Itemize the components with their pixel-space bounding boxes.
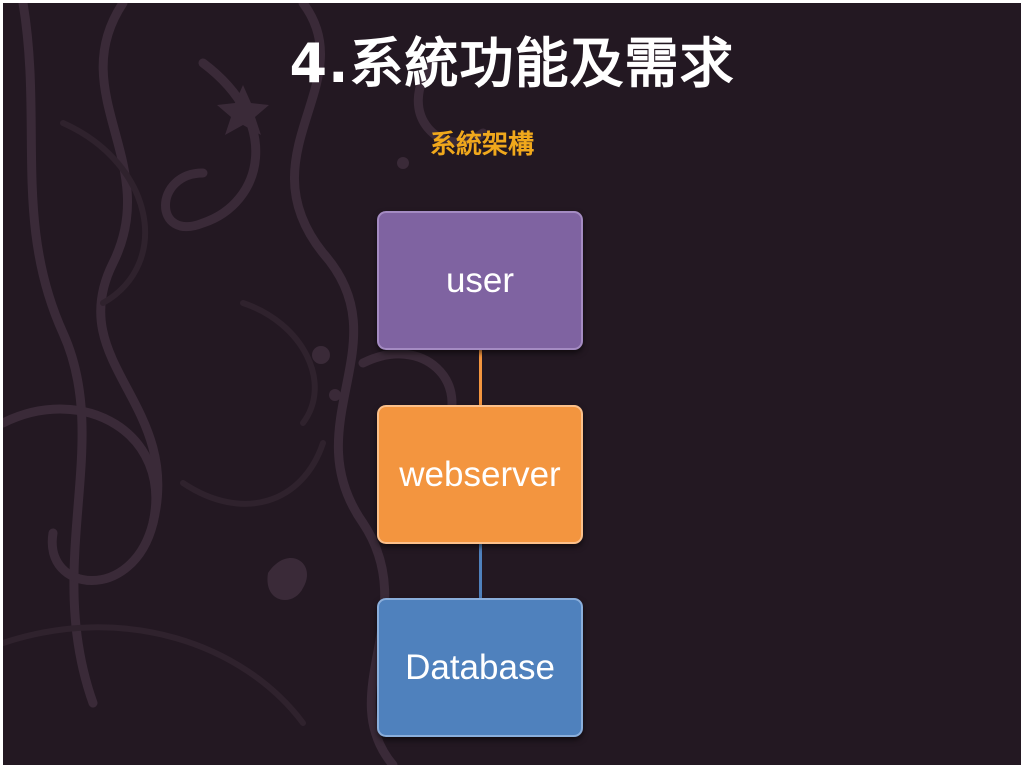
user-node-label: user [445, 260, 515, 300]
database-node: Database [377, 598, 583, 737]
slide-title: 4.系統功能及需求 [289, 32, 735, 95]
slide-subtitle: 系統架構 [429, 130, 534, 160]
connector-user-webserver [479, 350, 482, 405]
slide: 4.系統功能及需求 系統架構 user webserver Database [3, 3, 1021, 765]
database-node-label: Database [405, 647, 555, 687]
webserver-node-label: webserver [399, 454, 561, 494]
connector-webserver-database [479, 544, 482, 598]
user-node: user [377, 211, 583, 350]
floral-background-decoration [3, 3, 488, 765]
webserver-node: webserver [377, 405, 583, 544]
